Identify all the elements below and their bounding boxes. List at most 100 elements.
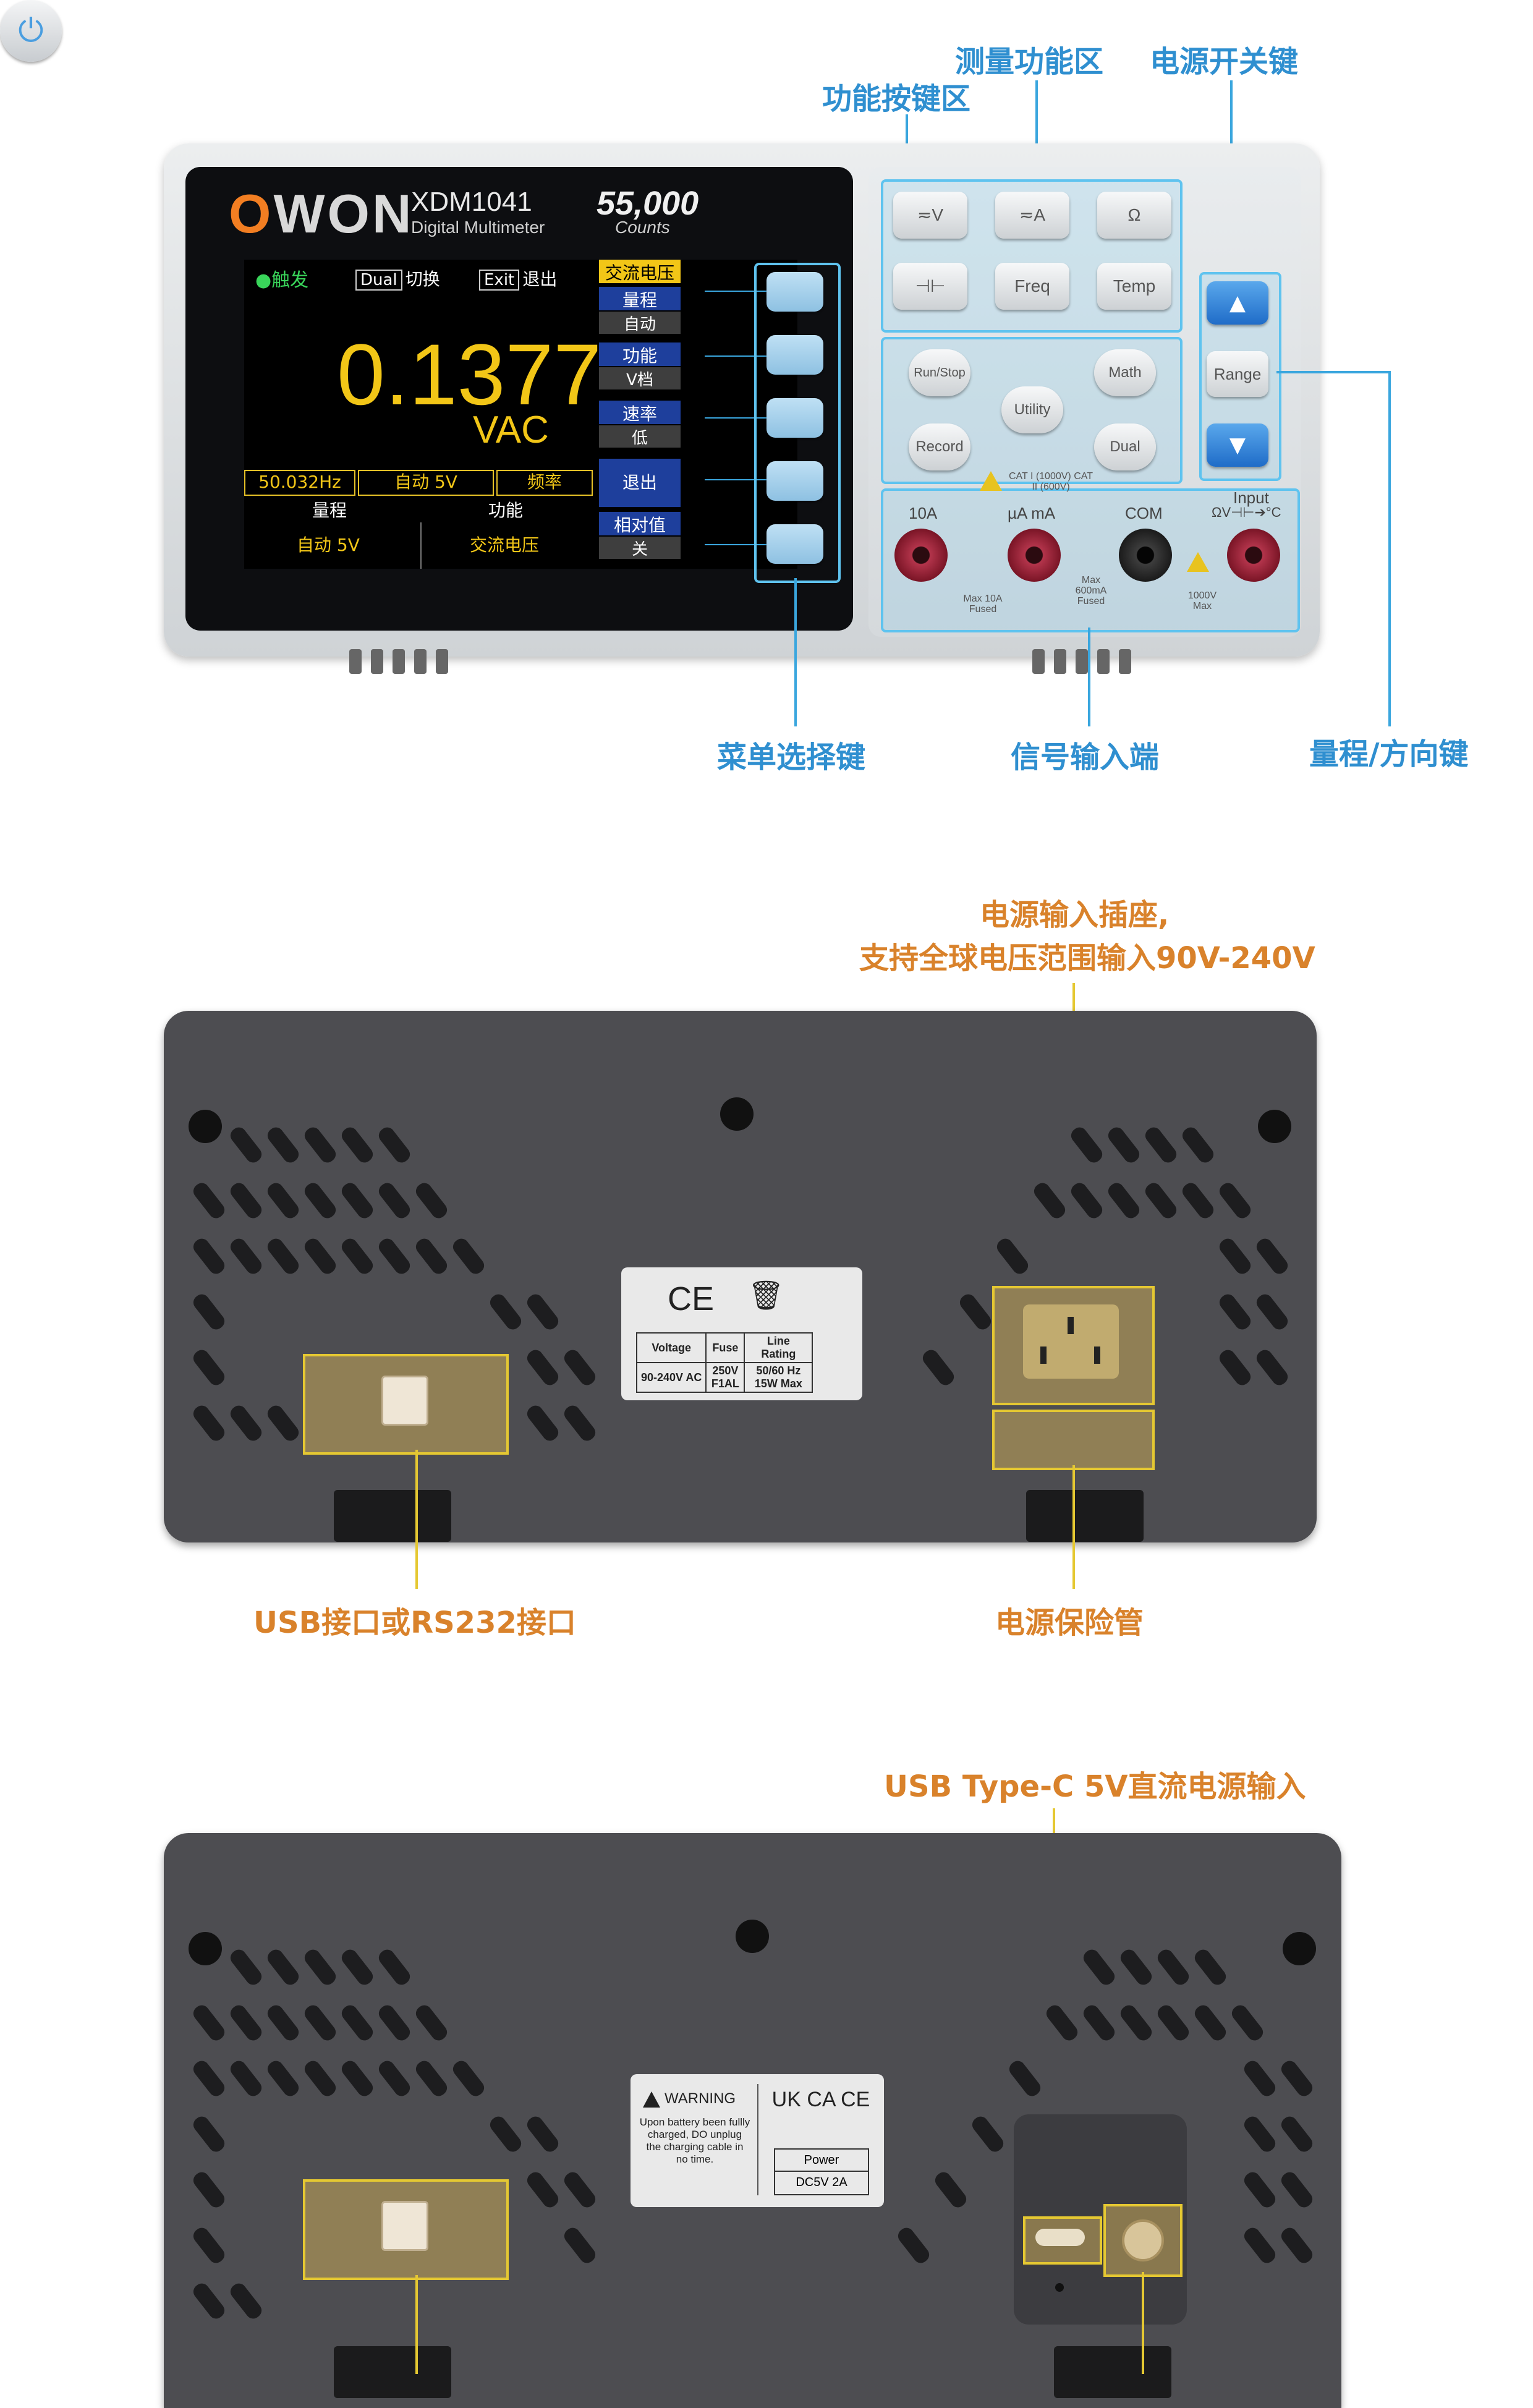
record-button[interactable]: Record <box>909 423 970 470</box>
softkey-1-button[interactable] <box>766 272 823 312</box>
warning-triangle-icon <box>1187 552 1209 572</box>
vent-slot <box>190 2002 227 2044</box>
vent-slot <box>265 1402 302 1444</box>
screw-hole <box>189 1932 222 1965</box>
vent-slot <box>265 2002 302 2044</box>
vent-slot <box>487 1291 524 1333</box>
softkey-2-button[interactable] <box>766 335 823 375</box>
usb-b-port[interactable] <box>381 2201 428 2251</box>
callout-usb-rs232: USB接口或RS232接口 <box>253 1606 576 1640</box>
dual-chip: Dual <box>355 270 402 291</box>
dc-jack[interactable] <box>1122 2219 1164 2261</box>
rear-panel-ac: CE 🗑 Voltage Fuse Line Rating 90-240V AC… <box>164 1011 1317 1542</box>
vent-slot <box>1217 1235 1254 1277</box>
leader-dc-bottom <box>1142 2272 1144 2374</box>
dual-button[interactable]: Dual <box>1094 423 1156 470</box>
vent-slot <box>227 2057 265 2100</box>
model-name: XDM1041 <box>411 187 532 217</box>
rating-header-line: Line Rating <box>744 1332 813 1363</box>
jack-10a[interactable] <box>894 529 948 582</box>
vent-slot <box>1118 1946 1155 1988</box>
leader-usb-bottom <box>415 2275 418 2374</box>
vent-slot <box>190 2280 227 2322</box>
usb-b-port[interactable] <box>381 1376 428 1426</box>
foot <box>436 649 448 674</box>
rating-header-fuse: Fuse <box>705 1332 745 1363</box>
terminal-com-label: COM <box>1125 504 1163 522</box>
vent-slot <box>1081 2002 1118 2044</box>
vent-slot <box>190 2113 227 2155</box>
softkey-3-button[interactable] <box>766 398 823 438</box>
power-button[interactable]: ⏻ <box>0 0 62 62</box>
screw-hole <box>1283 1932 1316 1965</box>
certification-marks: UK CA CE <box>771 2088 870 2111</box>
exit-chip: Exit <box>479 270 520 291</box>
main-reading: 0.1377 <box>337 326 602 423</box>
temp-button[interactable]: Temp <box>1097 263 1171 310</box>
power-rating-box: Power DC5V 2A <box>774 2148 869 2195</box>
vent-slot <box>413 1235 450 1277</box>
usb-typec-port[interactable] <box>1035 2229 1085 2246</box>
freq-button[interactable]: Freq <box>995 263 1069 310</box>
lcd-divider <box>420 522 422 569</box>
vent-slot <box>339 2057 376 2100</box>
vent-slot <box>227 1235 265 1277</box>
vent-slot <box>450 2057 487 2100</box>
screw-hole <box>736 1920 769 1953</box>
softkey-connector <box>705 291 766 292</box>
vent-slot <box>227 2280 265 2322</box>
vent-slot <box>190 2169 227 2211</box>
math-button[interactable]: Math <box>1094 349 1156 396</box>
vent-slot <box>1241 2169 1278 2211</box>
vent-slot <box>994 1235 1031 1277</box>
range-value: 自动 5V <box>297 535 360 555</box>
ac-pin <box>1068 1317 1074 1334</box>
terminal-input-label: Input <box>1233 488 1269 507</box>
vent-slot <box>561 1347 598 1389</box>
foot <box>1097 649 1110 674</box>
leader-fuse <box>1072 1465 1075 1589</box>
function-label: 功能 <box>488 500 524 521</box>
run-stop-button[interactable]: Run/Stop <box>909 349 970 396</box>
vent-slot <box>1217 1291 1254 1333</box>
range-button[interactable]: Range <box>1207 351 1268 397</box>
vent-slot <box>302 1946 339 1988</box>
vent-slot <box>302 1124 339 1166</box>
leader-menu-keys <box>794 578 797 726</box>
jack-ua-ma[interactable] <box>1008 529 1061 582</box>
leader-power-key <box>1230 80 1233 185</box>
jack-com[interactable] <box>1119 529 1172 582</box>
max-1000v-note: 1000V Max <box>1187 590 1217 611</box>
aca-button[interactable]: ≂A <box>995 192 1069 239</box>
ac-socket[interactable] <box>1023 1304 1119 1379</box>
vent-slot <box>895 2224 932 2266</box>
vent-slot <box>190 2057 227 2100</box>
vent-slot <box>413 2002 450 2044</box>
ohm-button[interactable]: Ω <box>1097 192 1171 239</box>
brand-logo: OWON <box>229 183 414 244</box>
up-arrow-button[interactable]: ▲ <box>1207 281 1268 325</box>
softkey-5-button[interactable] <box>766 524 823 564</box>
softkey-connector <box>705 544 766 545</box>
capacitance-button[interactable]: ⊣⊢ <box>893 263 967 310</box>
led-indicator <box>1055 2283 1064 2292</box>
exit-hint: Exit 退出 <box>479 266 557 291</box>
jack-input[interactable] <box>1227 529 1280 582</box>
vent-slot <box>413 2057 450 2100</box>
vent-slot <box>1254 1235 1291 1277</box>
vent-slot <box>932 2169 969 2211</box>
vent-slot <box>1155 2002 1192 2044</box>
foot <box>414 649 427 674</box>
range-label: 量程 <box>312 500 347 521</box>
acv-button[interactable]: ≂V <box>893 192 967 239</box>
utility-button[interactable]: Utility <box>1001 386 1063 433</box>
vent-slot <box>561 2169 598 2211</box>
fuse-holder-highlight[interactable] <box>992 1410 1155 1470</box>
vent-slot <box>376 1946 413 1988</box>
menu-head: 交流电压 <box>599 260 681 283</box>
brand-text: WON <box>273 183 414 244</box>
vent-slot <box>339 1124 376 1166</box>
vent-slot <box>1068 1180 1105 1222</box>
softkey-4-button[interactable] <box>766 461 823 501</box>
down-arrow-button[interactable]: ▼ <box>1207 423 1268 467</box>
